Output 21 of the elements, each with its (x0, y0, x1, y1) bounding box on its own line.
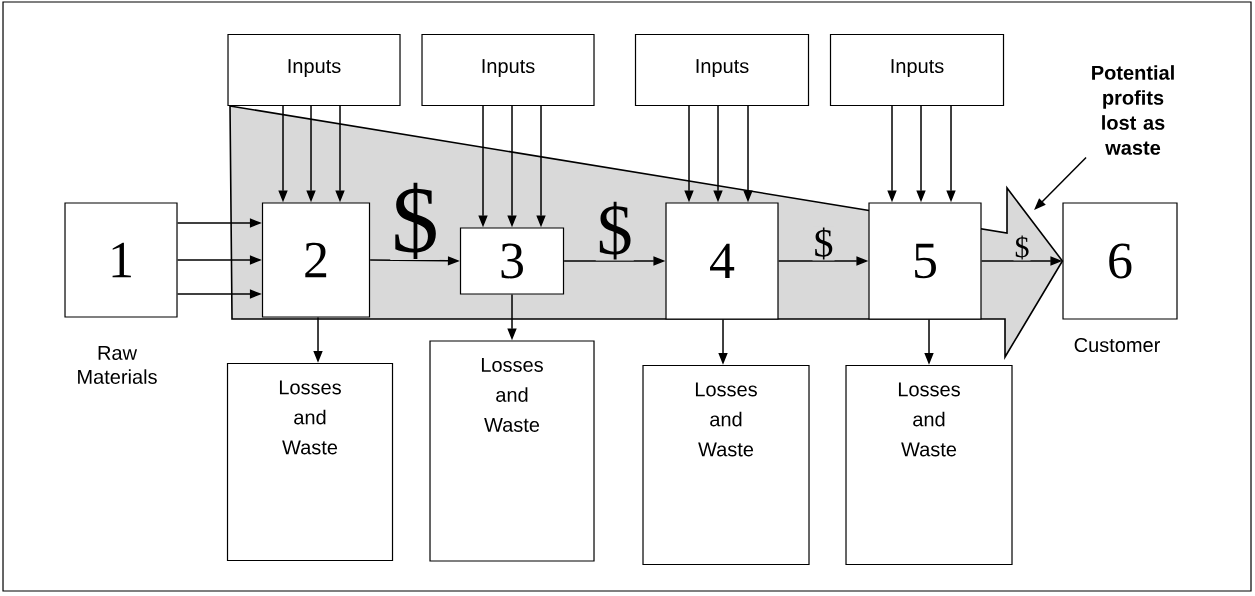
process-box: 5 (868, 202, 982, 320)
waste-box: Losses and Waste (642, 364, 810, 566)
dollar-sign: $ (595, 200, 634, 261)
input-box: Inputs (829, 33, 1005, 107)
leader-line (1034, 156, 1087, 210)
process-box: 3 (459, 227, 565, 295)
input-box: Inputs (421, 33, 595, 107)
input-box: Inputs (634, 33, 810, 107)
input-box: Inputs (227, 33, 401, 107)
waste-box: Losses and Waste (845, 364, 1013, 566)
process-box: 4 (665, 202, 779, 320)
box-caption: Raw Materials (78, 346, 157, 384)
dollar-sign: $ (390, 181, 440, 260)
waste-box: Losses and Waste (226, 362, 394, 562)
box-caption: Customer (1074, 337, 1160, 353)
process-box: 6 (1062, 202, 1178, 320)
process-box: 2 (261, 202, 371, 318)
waste-box: Losses and Waste (429, 340, 595, 562)
callout-text: Potential profits lost as waste (1092, 65, 1174, 155)
dollar-sign: $ (812, 226, 835, 261)
process-box: 1 (64, 202, 178, 318)
